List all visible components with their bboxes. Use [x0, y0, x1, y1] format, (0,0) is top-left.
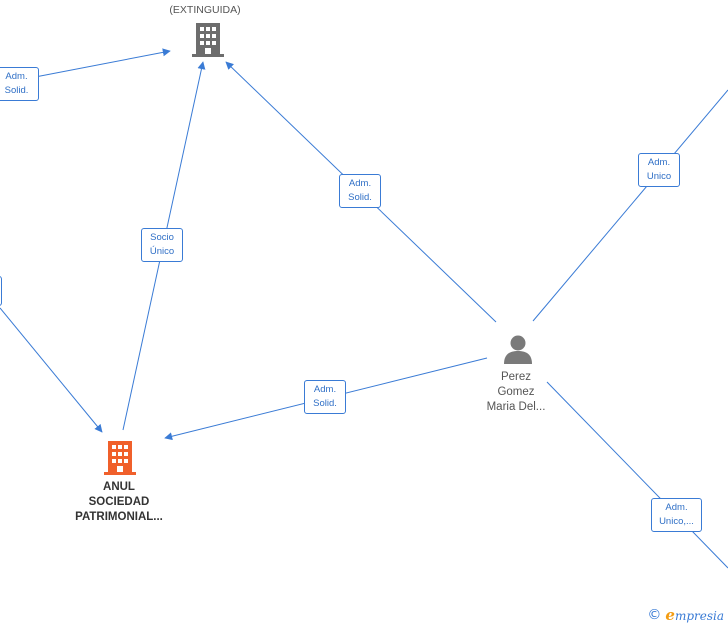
empresia-logo: © empresia — [647, 606, 724, 624]
edge-label-adm-unico-lower[interactable]: Adm. Unico,... — [651, 498, 702, 532]
building-icon[interactable] — [104, 441, 136, 475]
edge-label-adm-unico-right[interactable]: Adm. Unico — [638, 153, 680, 187]
person-label[interactable]: Perez Gomez Maria Del... — [486, 371, 546, 413]
edge-label-adm-solid-left[interactable]: Adm. Solid. — [0, 67, 39, 101]
edge-label-adm-solid-bottom[interactable]: Adm. Solid. — [304, 380, 346, 414]
person-icon[interactable] — [503, 334, 533, 364]
edge-label-adm-solid-top[interactable]: Adm. Solid. — [339, 174, 381, 208]
edge-label-partial-left[interactable] — [0, 276, 2, 306]
copyright-icon: © — [647, 607, 662, 623]
building-icon[interactable] — [192, 23, 224, 57]
edge-label-socio-unico[interactable]: Socio Único — [141, 228, 183, 262]
edge-left-to-anul — [0, 307, 103, 433]
edge-person-to-right — [532, 89, 728, 322]
top-company-status: (EXTINGUIDA) — [169, 4, 241, 16]
anul-company-label[interactable]: ANUL SOCIEDAD PATRIMONIAL... — [75, 481, 163, 523]
edge-person-to-lower-right — [546, 381, 728, 569]
edge-left-to-top — [29, 48, 171, 79]
